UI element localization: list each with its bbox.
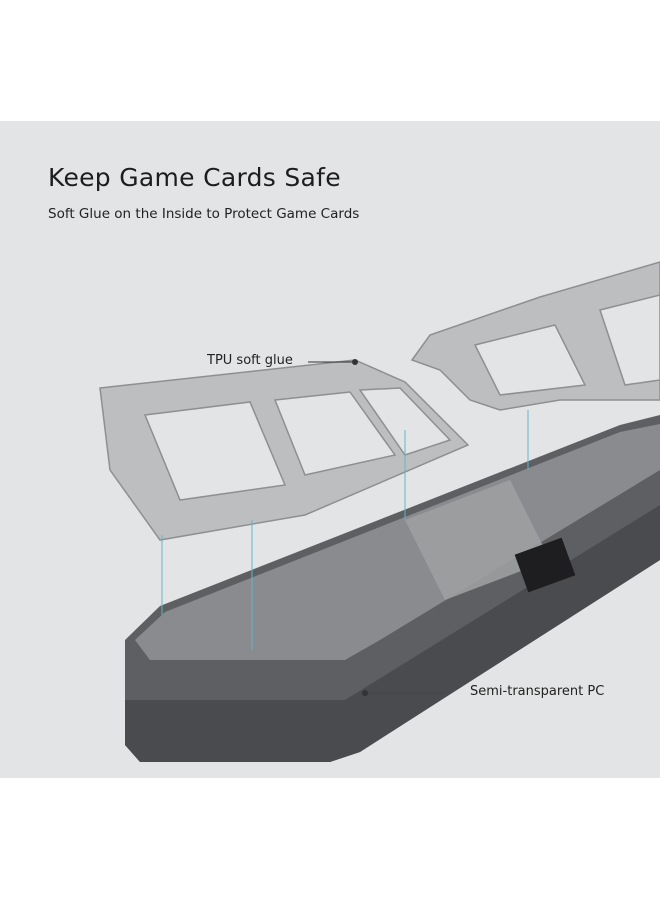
case-shell xyxy=(125,415,660,762)
tpu-tray-left xyxy=(99,359,470,541)
callout-lines xyxy=(308,359,443,696)
headline: Keep Game Cards Safe xyxy=(48,163,341,192)
callout-semi-transparent-pc: Semi-transparent PC xyxy=(470,684,605,699)
guide-lines xyxy=(161,410,529,650)
subheadline: Soft Glue on the Inside to Protect Game … xyxy=(48,206,360,222)
tpu-tray-right xyxy=(410,261,660,411)
callout-tpu-soft-glue: TPU soft glue xyxy=(207,353,293,368)
